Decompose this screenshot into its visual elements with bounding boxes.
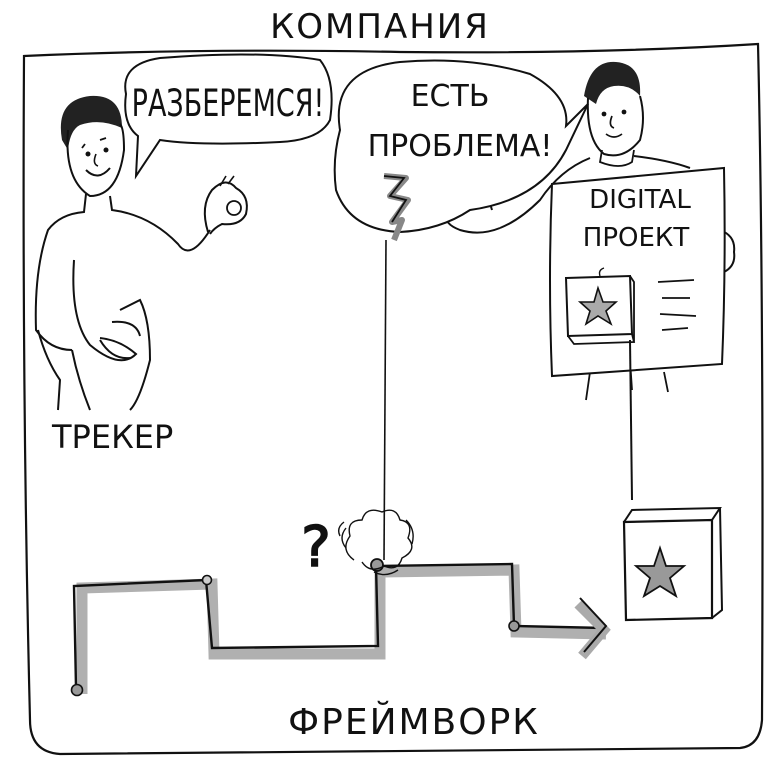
tracker-person <box>34 95 248 411</box>
framework-label: ФРЕЙМВОРК <box>288 701 540 743</box>
client-person <box>444 61 736 401</box>
cloud-burst-icon <box>337 509 414 576</box>
tracker-speech-bubble <box>124 53 333 180</box>
company-frame <box>22 42 764 756</box>
poster-line1: DIGITAL <box>589 185 691 215</box>
digital-project-poster: DIGITAL ПРОЕКТ <box>549 166 726 378</box>
client-speech-line2: ПРОБЛЕМА! <box>368 129 553 164</box>
lightning-icon <box>383 173 411 242</box>
poster-connector-line <box>629 339 633 501</box>
tracker-label: ТРЕКЕР <box>51 418 173 456</box>
star-box-icon <box>564 267 636 345</box>
tracker-speech-text: РАЗБЕРЕМСЯ! <box>132 82 325 126</box>
question-mark-icon: ? <box>301 515 331 580</box>
company-title: КОМПАНИЯ <box>270 7 490 47</box>
client-speech-line1: ЕСТЬ <box>411 79 490 114</box>
poster-line2: ПРОЕКТ <box>583 223 690 253</box>
problem-connector-line <box>383 239 387 561</box>
arrow-right-icon <box>574 600 611 660</box>
star-box-icon <box>622 506 724 622</box>
framework-path <box>70 558 607 697</box>
